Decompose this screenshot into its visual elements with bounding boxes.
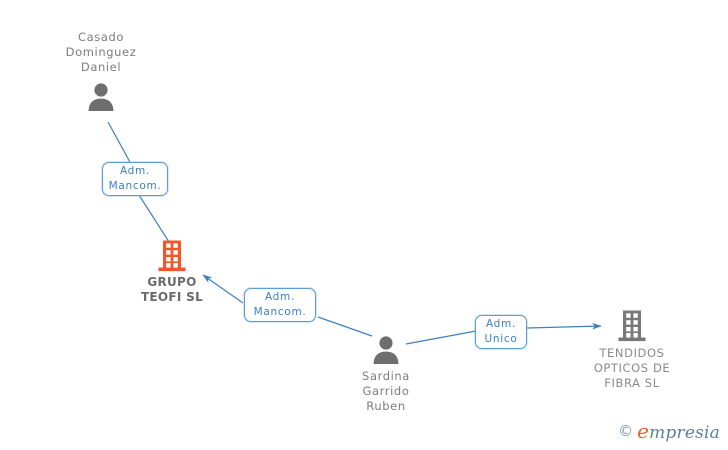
brand-initial: e: [637, 419, 650, 443]
brand-rest: mpresia: [649, 423, 720, 443]
node-company-tendidos[interactable]: TENDIDOS OPTICOS DE FIBRA SL: [562, 310, 702, 391]
person-icon: [373, 336, 399, 364]
node-label-tendidos: TENDIDOS OPTICOS DE FIBRA SL: [593, 346, 671, 390]
node-person-sardina[interactable]: Sardina Garrido Ruben: [316, 334, 456, 414]
copyright-icon: ©: [618, 422, 634, 440]
node-person-casado[interactable]: Casado Dominguez Daniel: [31, 30, 171, 111]
brand-wordmark: empresia: [637, 421, 720, 442]
empresia-watermark: © empresia: [618, 421, 720, 442]
node-label-casado: Casado Dominguez Daniel: [65, 30, 137, 74]
node-company-grupo-teofi[interactable]: GRUPO TEOFI SL: [102, 240, 242, 305]
relation-box-sardina-grupo[interactable]: Adm. Mancom.: [244, 288, 316, 322]
building-icon: [158, 240, 186, 272]
node-label-grupo-teofi: GRUPO TEOFI SL: [140, 275, 204, 304]
relation-box-sardina-tendidos[interactable]: Adm. Unico: [475, 315, 527, 349]
node-label-sardina: Sardina Garrido Ruben: [362, 369, 410, 413]
person-icon: [88, 83, 114, 111]
building-icon: [618, 310, 646, 342]
relation-box-casado-grupo[interactable]: Adm. Mancom.: [102, 162, 168, 196]
